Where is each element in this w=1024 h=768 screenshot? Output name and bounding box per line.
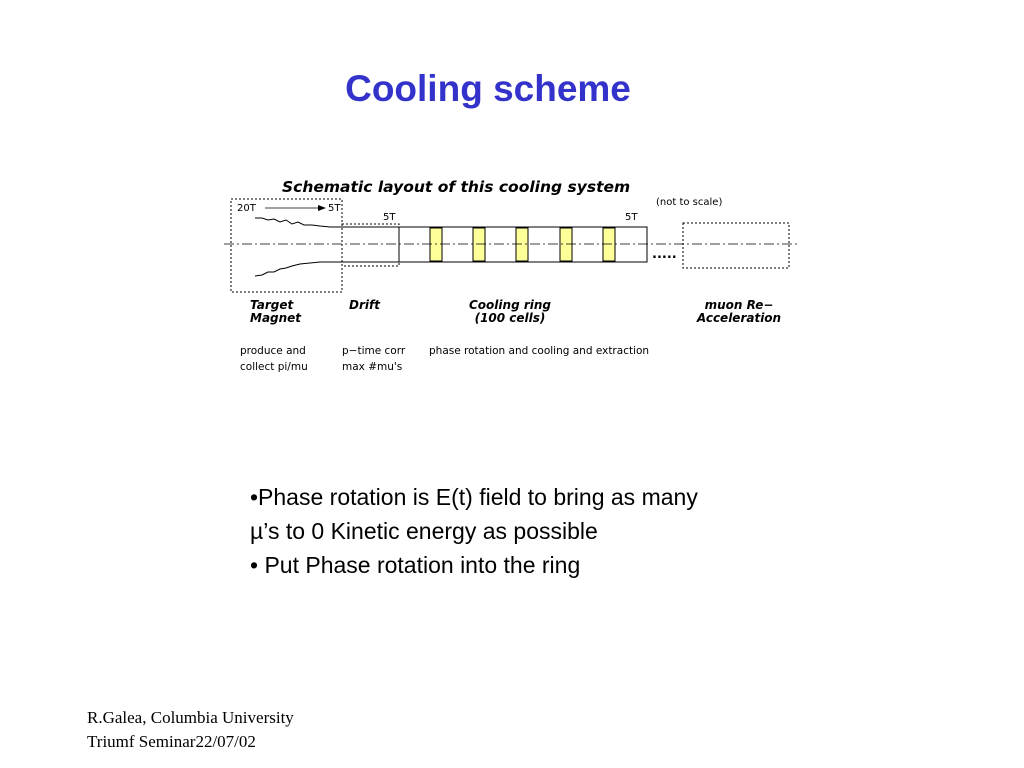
cooling-cell <box>602 227 616 262</box>
scale-note: (not to scale) <box>656 197 722 208</box>
cooling-cell <box>472 227 486 262</box>
field-label-5t-ring-end: 5T <box>625 212 638 223</box>
target-profile-lower <box>254 261 399 277</box>
drift-box <box>341 223 400 267</box>
arrow-head-icon <box>318 205 326 211</box>
cooling-cell <box>515 227 529 262</box>
bullet-item: • Put Phase rotation into the ring <box>250 552 581 578</box>
cooling-cell <box>429 227 443 262</box>
field-label-20t: 20T <box>237 203 257 214</box>
diagram-heading: Schematic layout of this cooling system <box>282 178 630 196</box>
section-desc-cooling: phase rotation and cooling and extractio… <box>429 345 649 357</box>
section-name-cooling-ring: Cooling ring <box>469 298 551 312</box>
section-name-magnet: Magnet <box>250 311 302 325</box>
section-desc-drift-2: max #mu's <box>342 361 402 373</box>
target-profile-upper <box>255 217 399 228</box>
cooling-cell <box>559 227 573 262</box>
section-desc-drift-1: p−time corr <box>342 345 406 357</box>
continuation-dots: ..... <box>652 247 677 262</box>
reacceleration-box <box>682 222 790 269</box>
slide-title: Cooling scheme <box>345 68 631 109</box>
bullet-item: •Phase rotation is E(t) field to bring a… <box>250 484 698 510</box>
footer-venue: Triumf Seminar22/07/02 <box>87 732 256 751</box>
section-name-drift: Drift <box>349 298 381 312</box>
field-label-5t-target: 5T <box>328 203 341 214</box>
field-label-5t-ring-start: 5T <box>383 212 396 223</box>
section-name-acceleration: Acceleration <box>696 311 781 325</box>
section-name-target: Target <box>250 298 295 312</box>
footer: R.Galea, Columbia University Triumf Semi… <box>87 706 294 754</box>
section-name-muon-re: muon Re− <box>705 298 774 312</box>
section-desc-target-1: produce and <box>240 345 306 357</box>
section-name-cells: (100 cells) <box>475 311 546 325</box>
bullet-list: •Phase rotation is E(t) field to bring a… <box>250 480 698 582</box>
section-desc-target-2: collect pi/mu <box>240 361 308 373</box>
footer-author: R.Galea, Columbia University <box>87 708 294 727</box>
bullet-item: µ’s to 0 Kinetic energy as possible <box>250 518 598 544</box>
